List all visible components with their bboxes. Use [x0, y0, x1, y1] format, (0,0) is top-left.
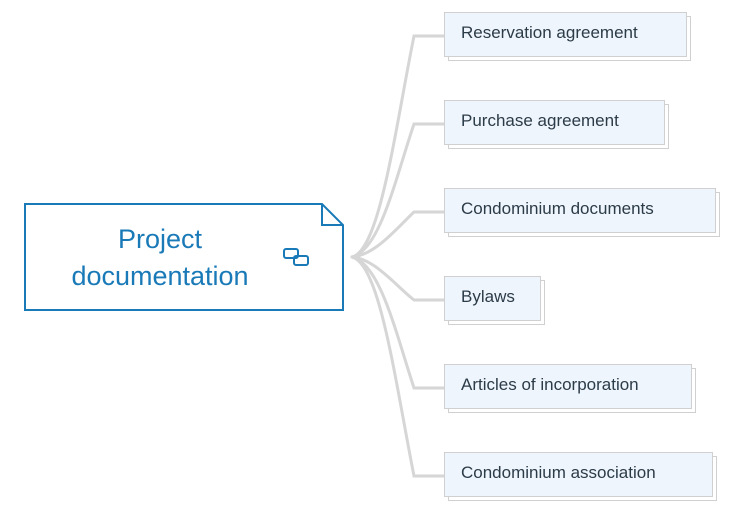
connector-condominium-documents — [350, 210, 446, 259]
topic-box — [444, 452, 713, 497]
topic-box — [444, 188, 716, 233]
topic-reservation-agreement[interactable]: Reservation agreement — [444, 12, 691, 61]
central-topic-title: Project documentation — [50, 221, 270, 295]
central-topic-title-line1: Project — [117, 224, 203, 254]
topic-box — [444, 364, 692, 409]
topic-label: Bylaws — [461, 287, 515, 306]
topic-label: Condominium documents — [461, 199, 654, 218]
link-icon[interactable] — [282, 245, 312, 269]
topic-condominium-association[interactable]: Condominium association — [444, 452, 717, 501]
topic-articles-of-incorporation[interactable]: Articles of incorporation — [444, 364, 696, 413]
connector-condominium-association — [350, 255, 446, 478]
central-topic-node[interactable]: Project documentation — [24, 203, 344, 311]
connector-reservation-agreement — [350, 34, 446, 259]
topic-label: Articles of incorporation — [461, 375, 639, 394]
topic-label: Reservation agreement — [461, 23, 638, 42]
topic-box — [444, 100, 665, 145]
topic-box — [444, 12, 687, 57]
connector-articles-of-incorporation — [350, 255, 446, 390]
connector-purchase-agreement — [350, 122, 446, 259]
topic-purchase-agreement[interactable]: Purchase agreement — [444, 100, 669, 149]
central-topic-shape — [24, 203, 344, 311]
topic-bylaws[interactable]: Bylaws — [444, 276, 545, 325]
connector-bylaws — [350, 255, 446, 302]
central-topic-title-line2: documentation — [71, 261, 249, 291]
topic-label: Condominium association — [461, 463, 656, 482]
topic-condominium-documents[interactable]: Condominium documents — [444, 188, 720, 237]
topic-box — [444, 276, 541, 321]
topic-label: Purchase agreement — [461, 111, 619, 130]
